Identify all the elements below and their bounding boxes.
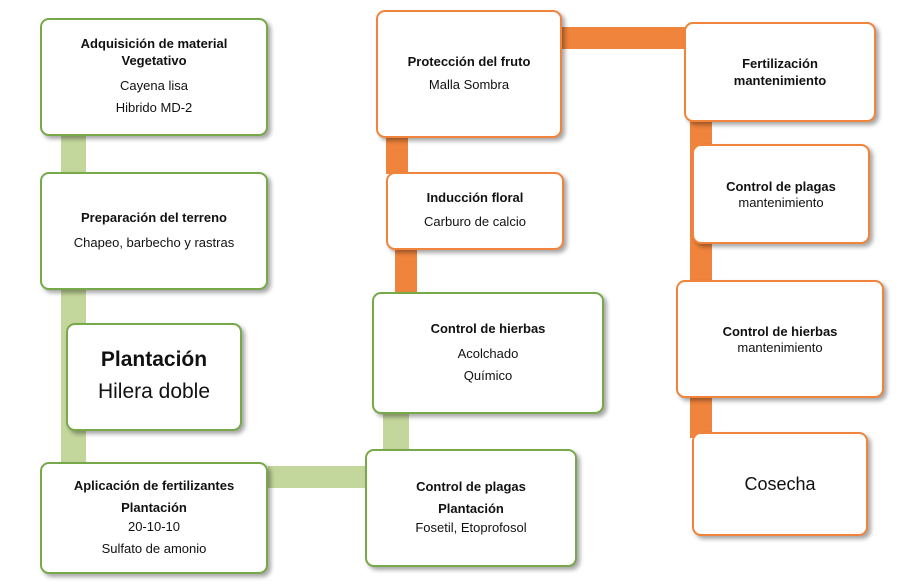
node-title: Plantación	[438, 500, 504, 516]
connector-adquisicion-preparacion	[61, 134, 86, 176]
node-cosecha: Cosecha	[692, 432, 868, 536]
node-control-plagas-mantenimiento: Control de plagas mantenimiento	[692, 144, 870, 244]
node-line: Químico	[463, 367, 513, 383]
node-line: Fosetil, Etoprofosol	[415, 519, 527, 535]
node-line: mantenimiento	[737, 339, 823, 355]
node-fertilizacion-mantenimiento: Fertilización mantenimiento	[684, 22, 876, 122]
node-title: Plantación	[100, 348, 208, 371]
node-proteccion: Protección del fruto Malla Sombra	[376, 10, 562, 138]
node-line: Hilera doble	[97, 380, 211, 403]
node-title: Control de plagas	[416, 478, 526, 494]
node-title: Aplicación de fertilizantes	[73, 477, 235, 493]
node-title: Cosecha	[744, 473, 816, 494]
node-title: Control de plagas	[726, 178, 836, 194]
connector-aplicacion-plagas	[268, 466, 368, 488]
connector-induccion-proteccion	[386, 136, 408, 174]
node-line: Acolchado	[457, 345, 519, 361]
node-title: Adquisición de material	[80, 36, 228, 51]
node-line: Sulfato de amonio	[101, 540, 207, 556]
node-control-hierbas-mantenimiento: Control de hierbas mantenimiento	[676, 280, 884, 398]
node-plantacion: Plantación Hilera doble	[66, 323, 242, 431]
node-line: Chapeo, barbecho y rastras	[73, 234, 235, 250]
node-control-hierbas: Control de hierbas Acolchado Químico	[372, 292, 604, 414]
node-induccion: Inducción floral Carburo de calcio	[386, 172, 564, 250]
node-title: Control de hierbas	[430, 320, 546, 336]
node-control-plagas-plantacion: Control de plagas Plantación Fosetil, Et…	[365, 449, 577, 567]
node-line: mantenimiento	[738, 194, 824, 210]
node-adquisicion: Adquisición de material Vegetativo Cayen…	[40, 18, 268, 136]
node-line: 20-10-10	[127, 518, 181, 534]
node-aplicacion: Aplicación de fertilizantes Plantación 2…	[40, 462, 268, 574]
connector-proteccion-fertilizacion	[560, 27, 690, 49]
node-title: Preparación del terreno	[81, 209, 227, 225]
node-title: Vegetativo	[121, 53, 187, 68]
connector-hierbas-induccion	[395, 248, 417, 294]
node-title: Protección del fruto	[407, 53, 531, 69]
node-line: Carburo de calcio	[424, 214, 526, 229]
node-title: Fertilización	[742, 56, 818, 71]
connector-plagas-hierbas	[383, 412, 409, 452]
node-line: Malla Sombra	[428, 76, 510, 92]
node-title: mantenimiento	[733, 73, 827, 88]
node-title: Inducción floral	[426, 190, 524, 205]
node-line: Hibrido MD-2	[115, 100, 193, 115]
node-title: Control de hierbas	[722, 323, 838, 339]
node-preparacion: Preparación del terreno Chapeo, barbecho…	[40, 172, 268, 290]
node-title: Plantación	[121, 499, 187, 515]
node-line: Cayena lisa	[120, 78, 188, 93]
